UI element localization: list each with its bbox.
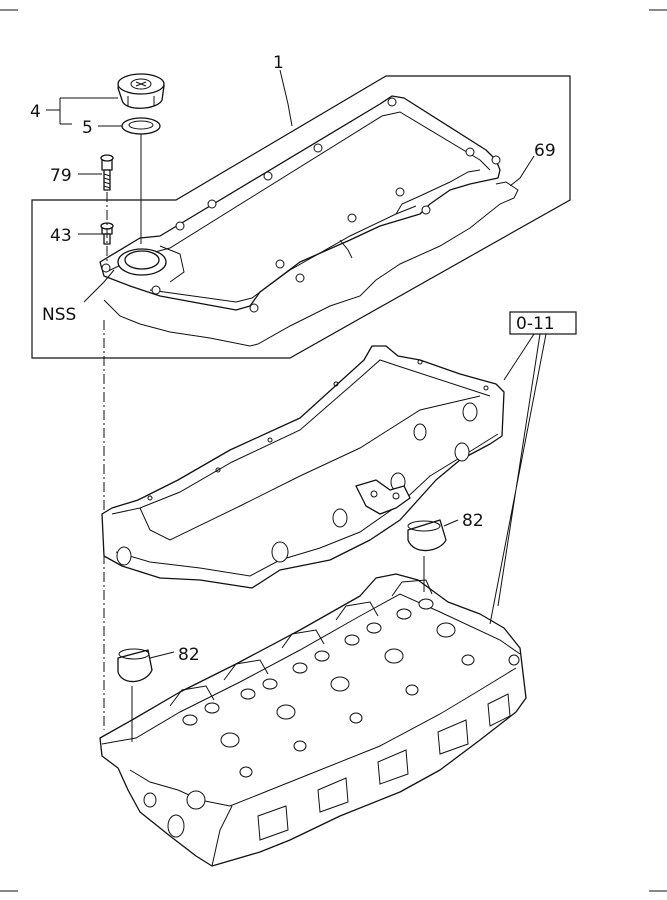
callout-5: 5: [82, 118, 93, 138]
callout-79: 79: [50, 166, 72, 186]
cylinder-head: [99, 573, 527, 867]
ref-box: [509, 311, 577, 335]
half-moon-plug-lower-icon: [117, 648, 153, 683]
oil-filler-cap-icon: [117, 73, 165, 109]
head-cover: [99, 95, 501, 313]
assembly-frame: [31, 75, 571, 359]
callout-nss: NSS: [42, 305, 76, 325]
half-moon-plug-upper-icon: [407, 519, 447, 552]
ref-box-label: 0-11: [516, 314, 555, 334]
front-ports: [143, 654, 520, 841]
callout-43: 43: [50, 226, 72, 246]
callout-82-upper: 82: [462, 511, 484, 531]
callout-69: 69: [534, 141, 556, 161]
leader-lines: [46, 69, 547, 659]
seal-ring-icon: [121, 117, 161, 135]
callout-82-lower: 82: [178, 645, 200, 665]
cover-bosses: [101, 97, 501, 313]
cam-carrier: [101, 345, 505, 589]
bolt-79-icon: [100, 154, 114, 191]
head-cover-gasket: [103, 181, 519, 347]
callout-4: 4: [30, 102, 41, 122]
valve-holes: [182, 598, 475, 778]
callout-1: 1: [273, 53, 284, 73]
page-corner-marks: [0, 9, 667, 892]
